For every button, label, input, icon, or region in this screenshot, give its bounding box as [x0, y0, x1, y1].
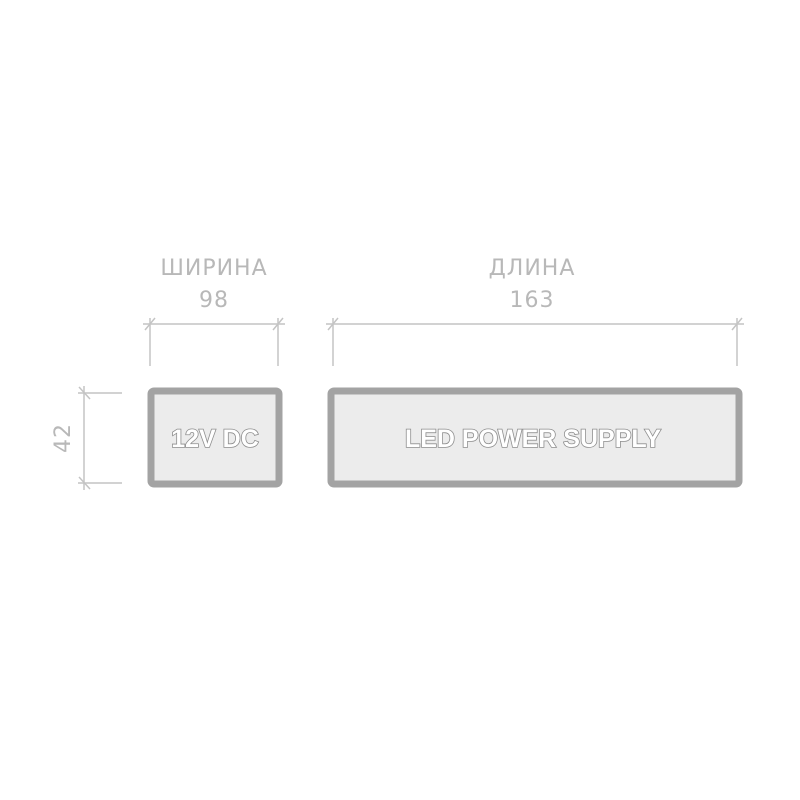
side-box-text: LED POWER SUPPLY	[405, 425, 661, 453]
height-dimension: 42	[51, 386, 122, 490]
front-box-text: 12V DC	[171, 425, 259, 453]
width-value: 98	[199, 288, 229, 313]
length-label: ДЛИНА	[489, 256, 576, 281]
length-value: 163	[510, 288, 555, 313]
length-dimension: ДЛИНА 163	[326, 256, 744, 366]
front-box: 12V DC	[147, 387, 283, 488]
side-box: LED POWER SUPPLY	[327, 387, 743, 488]
height-value: 42	[51, 423, 76, 453]
width-dimension: ШИРИНА 98	[143, 256, 285, 366]
width-label: ШИРИНА	[160, 256, 267, 281]
